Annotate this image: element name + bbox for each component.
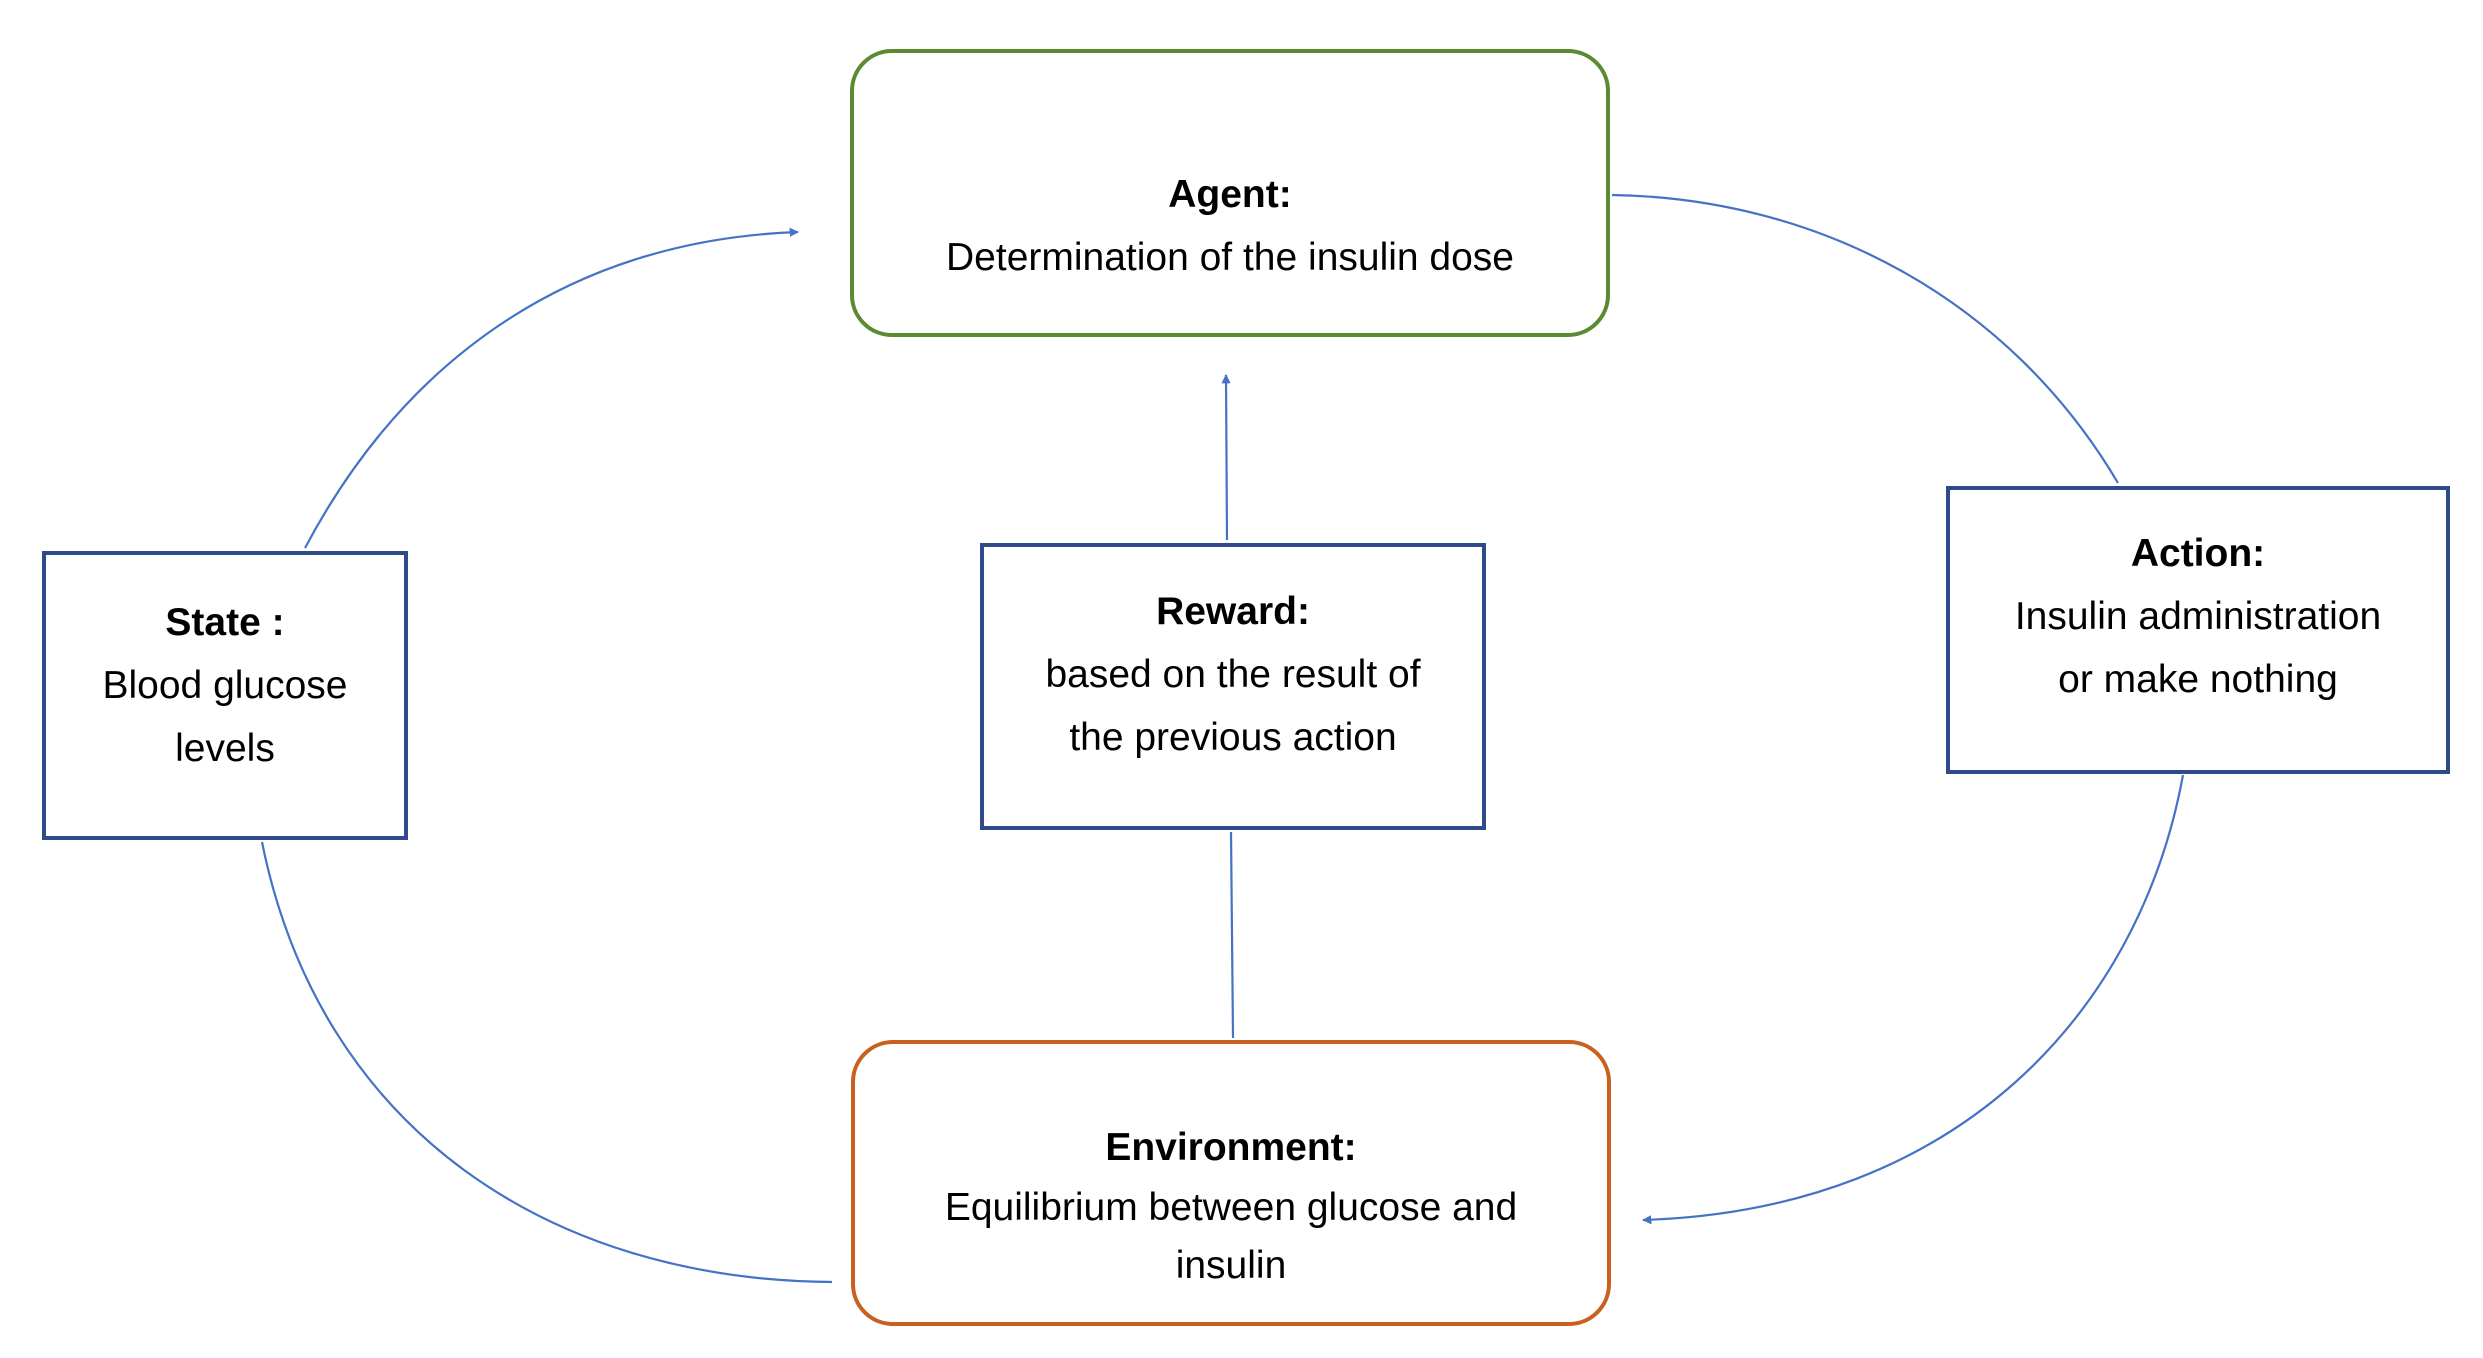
reward-title: Reward: — [1156, 590, 1310, 633]
environment-description-line: insulin — [1175, 1244, 1287, 1287]
reward-description-line: the previous action — [1069, 716, 1397, 759]
environment-to-reward-connector — [1229, 831, 1235, 1039]
action-title: Action: — [2130, 532, 2266, 575]
environment-to-state-connector — [260, 841, 833, 1284]
state-to-agent-arrow — [304, 227, 799, 549]
reward-to-agent-arrow — [1221, 374, 1231, 541]
action-to-environment-arrow — [1642, 774, 2185, 1225]
action-description-line: Insulin administration — [2014, 595, 2382, 638]
action-description-line: or make nothing — [2058, 658, 2338, 701]
environment-box: Environment: Equilibrium between glucose… — [851, 1040, 1611, 1326]
reward-description-line: based on the result of — [1045, 653, 1421, 696]
state-description-line: levels — [175, 727, 275, 770]
action-box: Action: Insulin administration or make n… — [1946, 486, 2450, 774]
agent-box: Agent: Determination of the insulin dose — [850, 49, 1610, 337]
agent-title: Agent: — [1168, 173, 1292, 216]
reward-box: Reward: based on the result of the previ… — [980, 543, 1486, 830]
agent-to-action-connector — [1611, 193, 2119, 484]
environment-title: Environment: — [1105, 1126, 1357, 1169]
state-description-line: Blood glucose — [102, 664, 348, 707]
agent-description-line: Determination of the insulin dose — [946, 236, 1514, 279]
state-box: State : Blood glucose levels — [42, 551, 408, 840]
environment-description-line: Equilibrium between glucose and — [944, 1186, 1518, 1229]
state-title: State : — [165, 601, 285, 644]
